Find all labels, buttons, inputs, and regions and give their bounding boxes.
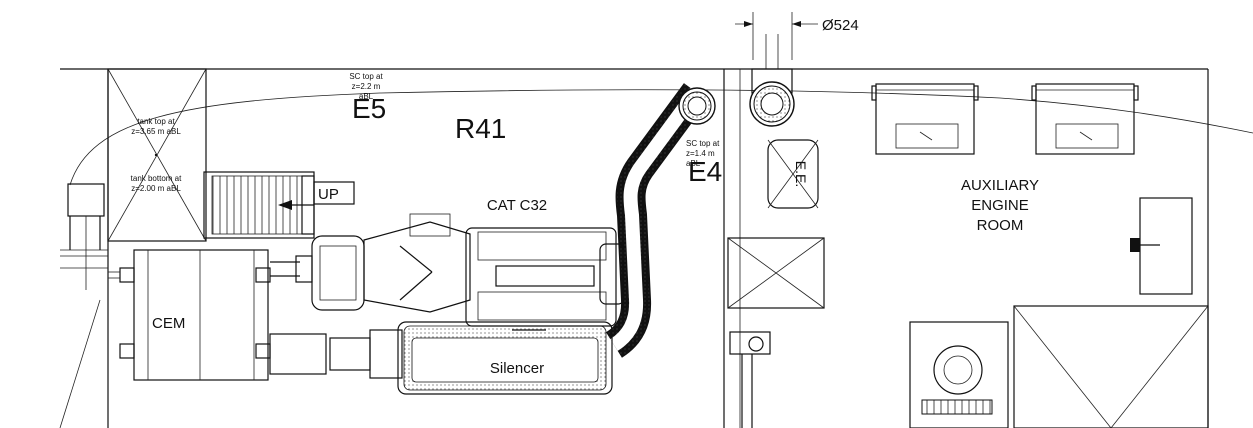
lower-right-hatch	[1013, 305, 1209, 428]
e4-label: E4	[688, 156, 722, 187]
tank-top-line1: tank top at	[137, 117, 175, 126]
tank	[107, 68, 207, 242]
pump-unit	[909, 321, 1009, 428]
left-filter-unit	[67, 183, 105, 290]
drive-shaft	[269, 255, 403, 379]
aux-unit-1	[871, 83, 979, 155]
hatch-box	[727, 237, 825, 309]
r41-label: R41	[455, 113, 506, 144]
tank-bottom-line1: tank bottom at	[131, 174, 182, 183]
sc-top-e5-line1: SC top at	[349, 72, 383, 81]
cem-unit	[108, 249, 271, 381]
reference-arc	[69, 89, 1253, 186]
silencer	[397, 321, 613, 395]
sc-top-e4-line3: aBL	[686, 159, 701, 168]
tank-top-line2: z=3.65 m aBL	[131, 127, 181, 136]
cat-c32-engine	[311, 213, 625, 327]
roof-exhaust	[749, 68, 795, 127]
lower-mid-equipment	[729, 331, 771, 428]
ee-cabinet: E.E.	[767, 139, 819, 209]
engine-model-label: CAT C32	[487, 197, 547, 214]
exhaust-pipe	[605, 83, 716, 358]
diameter-dimension: Ø524	[735, 12, 859, 69]
diameter-label: Ø524	[822, 17, 859, 34]
tank-bottom-line2: z=2.00 m aBL	[131, 184, 181, 193]
stairs-up-label: UP	[318, 186, 339, 203]
silencer-label: Silencer	[490, 360, 544, 377]
aux-room-line1: AUXILIARY	[961, 177, 1039, 194]
aux-unit-2	[1031, 83, 1139, 155]
aux-room-line3: ROOM	[977, 217, 1024, 234]
ee-label: E.E.	[793, 161, 809, 187]
sc-top-e5-line2: z=2.2 m	[352, 82, 381, 91]
right-panel	[1130, 197, 1193, 295]
sc-top-e4-line1: SC top at	[686, 139, 720, 148]
sc-top-e4-line2: z=1.4 m	[686, 149, 715, 158]
aux-room-line2: ENGINE	[971, 197, 1029, 214]
sc-top-e5-line3: aBL	[359, 92, 374, 101]
e5-label: E5	[352, 93, 386, 124]
cem-label: CEM	[152, 315, 185, 332]
stairs	[203, 171, 355, 239]
lower-left-line	[59, 299, 101, 428]
